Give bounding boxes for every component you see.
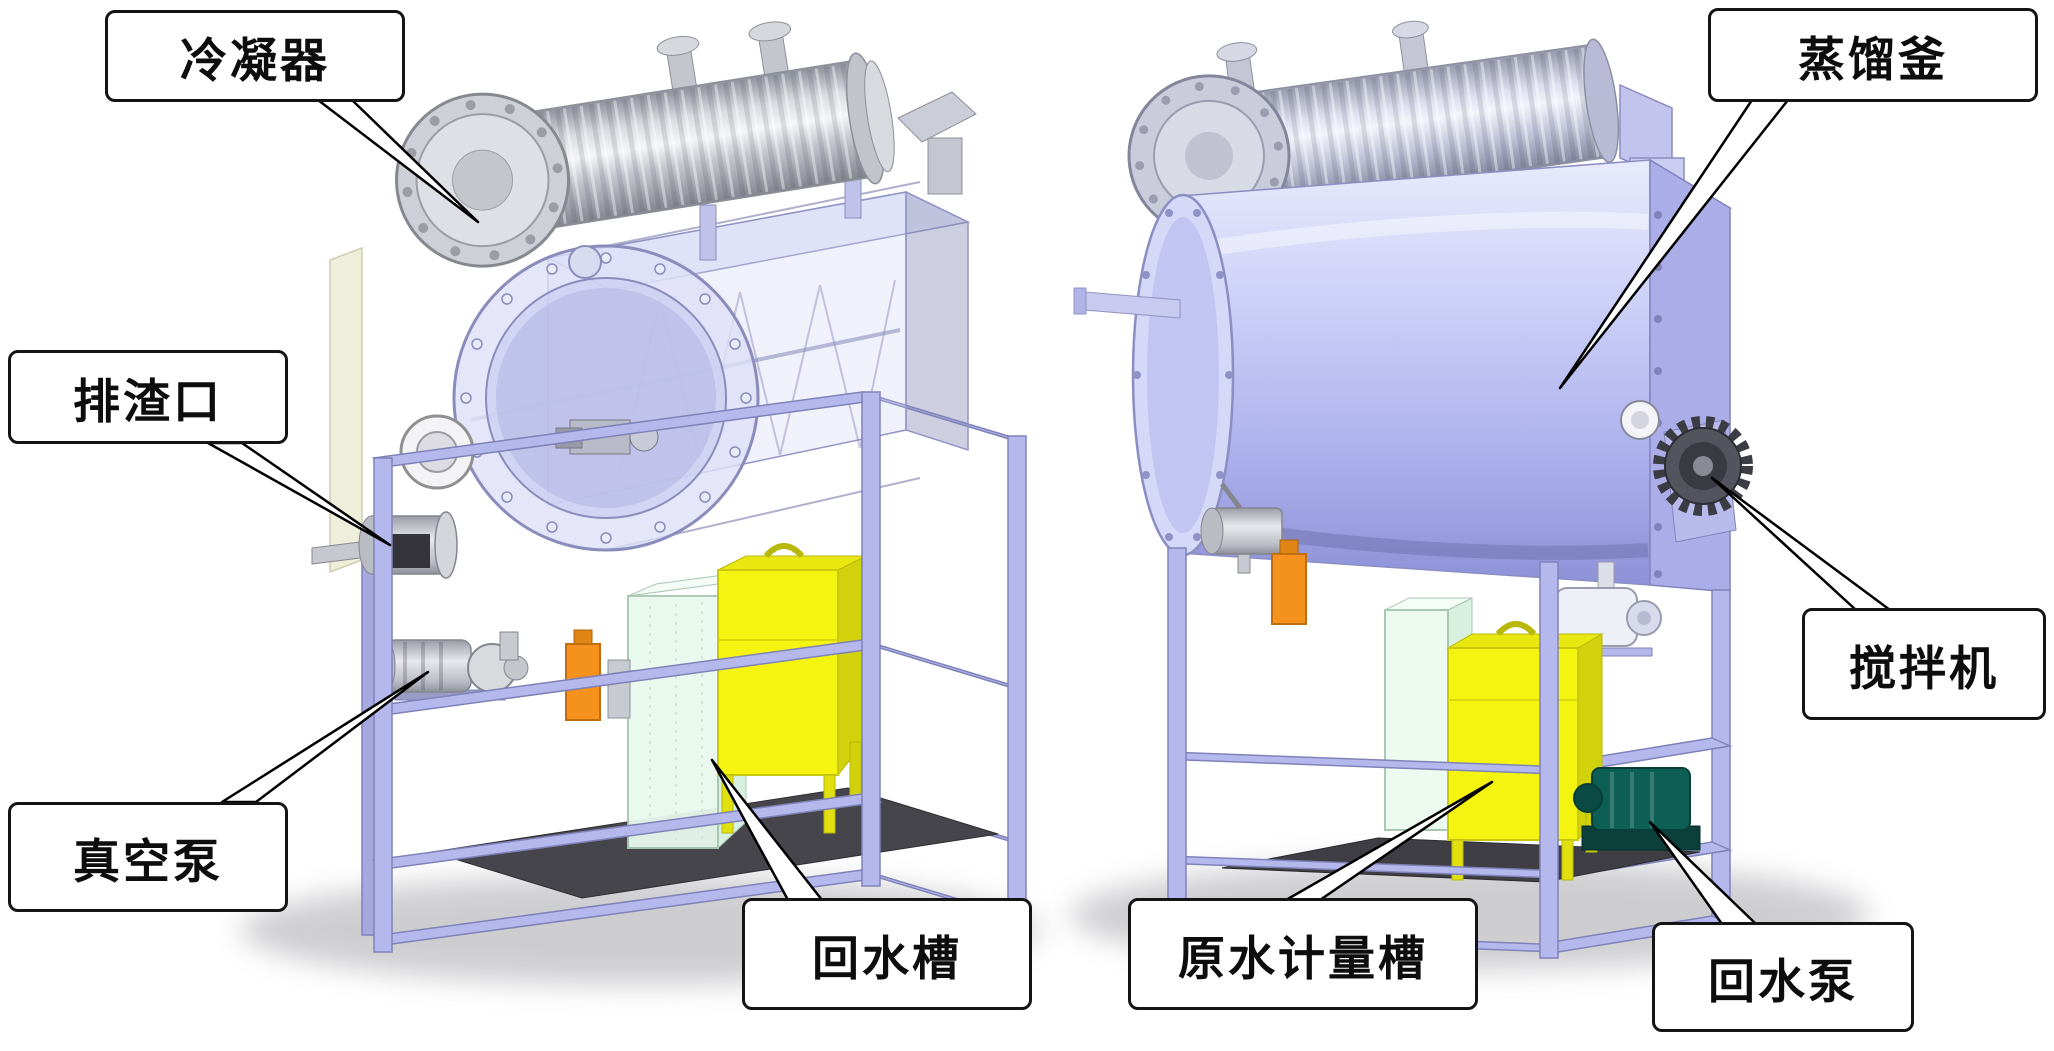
drum-flange [399, 244, 760, 552]
condenser-right [1127, 20, 1620, 238]
label-raw-water-metering-tank-text: 原水计量槽 [1178, 931, 1428, 985]
label-condenser: 冷凝器 [105, 10, 405, 102]
left-machine [311, 21, 1027, 953]
leader-lines [206, 98, 1892, 926]
label-raw-water-metering-tank: 原水计量槽 [1128, 898, 1478, 1010]
label-vacuum-pump: 真空泵 [8, 802, 288, 912]
label-slag-outlet: 排渣口 [8, 350, 288, 444]
leader-agitator [1710, 476, 1892, 612]
label-condenser-text: 冷凝器 [180, 33, 330, 87]
return-water-pump-teal [1573, 767, 1701, 851]
plate-exchanger-left [607, 659, 631, 719]
label-return-water-pump: 回水泵 [1652, 922, 1914, 1032]
label-slag-outlet-text: 排渣口 [73, 374, 223, 428]
label-return-water-tank-text: 回水槽 [812, 931, 962, 985]
condenser-illustration [395, 21, 895, 268]
label-distillation-kettle: 蒸馏釜 [1708, 8, 2038, 102]
condenser-stand [699, 204, 717, 261]
label-return-water-tank: 回水槽 [742, 898, 1032, 1010]
label-agitator-text: 搅拌机 [1849, 641, 1999, 695]
agitator-gear [1653, 416, 1753, 516]
orange-valve-left [565, 629, 601, 721]
condenser-nozzles [656, 21, 792, 94]
label-return-water-pump-text: 回水泵 [1708, 954, 1858, 1008]
label-agitator: 搅拌机 [1802, 608, 2046, 720]
leader-vacuum-pump [220, 670, 430, 804]
orange-valve-right [1271, 539, 1307, 625]
feed-valve [1200, 482, 1283, 574]
distillation-vessel [1073, 159, 1651, 586]
label-distillation-kettle-text: 蒸馏釜 [1798, 32, 1948, 86]
right-machine [1073, 20, 1753, 959]
vessel-side-panel [1620, 158, 1753, 593]
collection-tank-yellow-left [717, 543, 867, 834]
label-vacuum-pump-text: 真空泵 [73, 834, 223, 888]
